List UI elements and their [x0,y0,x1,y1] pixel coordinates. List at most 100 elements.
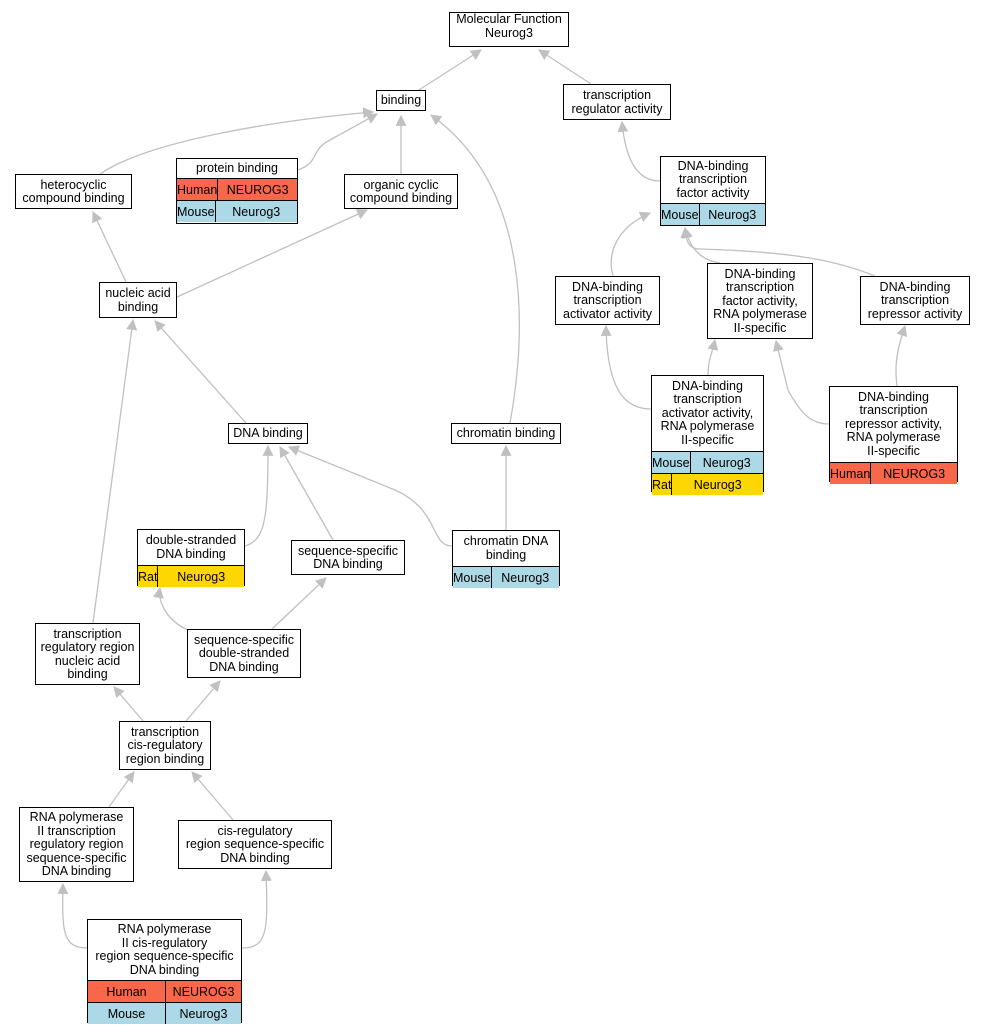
go-term-hcb[interactable]: heterocyclic compound binding [15,174,132,209]
species-cell: Rat [138,569,158,584]
go-term-chb[interactable]: chromatin binding [451,423,561,444]
go-term-crrssdb[interactable]: cis-regulatory region sequence-specific … [178,820,332,869]
edge-trrnab-to-nab [92,318,138,624]
go-term-ssdb[interactable]: sequence-specific DNA binding [291,540,405,575]
go-term-binding[interactable]: binding [376,90,426,111]
term-label: chromatin DNA binding [463,534,549,562]
gene-cell: Neurog3 [214,201,297,222]
edge-dbtaarp-to-dbtaa [600,324,652,410]
edge-tra-to-root [538,49,592,85]
go-term-dbtaarp[interactable]: DNA-binding transcription activator acti… [651,375,764,495]
gene-cell: NEUROG3 [217,179,297,200]
term-label: sequence-specific double-stranded DNA bi… [193,632,295,674]
go-term-nab[interactable]: nucleic acid binding [99,282,177,318]
edge-rp2trr-to-tcrrb [108,771,135,808]
edge-ssdb-to-dnab [279,446,334,541]
edge-tcrrb-to-ssdsdb [185,680,221,722]
edge-crrssdb-to-tcrrb [191,771,234,821]
go-term-rp2crr[interactable]: RNA polymerase II cis-regulatory region … [87,919,242,1024]
edge-chb-to-binding [430,114,520,424]
go-term-occb[interactable]: organic cyclic compound binding [344,174,458,209]
edge-tcrrb-to-trrnab [113,686,144,722]
edge-rp2crr-to-rp2trr [57,882,88,949]
term-label: organic cyclic compound binding [349,177,453,205]
edge-dnab-to-nab [154,320,247,424]
edge-dbtra-to-dbtfa [680,226,876,277]
go-term-dnab[interactable]: DNA binding [228,423,308,444]
species-cell: Human [177,182,218,197]
go-term-rp2trr[interactable]: RNA polymerase II transcription regulato… [19,807,134,882]
species-cell: Human [106,984,147,999]
edge-hcb-to-binding [99,107,375,175]
go-term-ssdsdb[interactable]: sequence-specific double-stranded DNA bi… [187,629,301,678]
term-label: transcription cis-regulatory region bind… [125,724,205,766]
gene-cell: NEUROG3 [870,463,957,484]
gene-cell: Neurog3 [165,1003,241,1024]
go-term-trrnab[interactable]: transcription regulatory region nucleic … [35,623,140,685]
edge-pb-to-binding [297,113,378,171]
edge-dbtaa-to-dbtfa [610,211,652,277]
edge-ssdsdb-to-dsdb [152,586,189,631]
term-label: binding [380,93,422,108]
edge-dsdb-to-dnab [244,444,274,547]
species-cell: Mouse [177,204,215,219]
term-label: transcription regulator activity [571,88,663,116]
term-label: double-stranded DNA binding [145,533,237,561]
term-label: DNA-binding transcription repressor acti… [867,279,963,321]
gene-cell: Neurog3 [157,566,244,587]
term-label: RNA polymerase II cis-regulatory region … [95,922,234,977]
gene-cell: Neurog3 [689,452,763,473]
gene-cell: NEUROG3 [165,981,241,1002]
term-label: RNA polymerase II transcription regulato… [26,810,127,879]
term-label: DNA-binding transcription factor activit… [713,266,807,335]
term-label: DNA-binding transcription repressor acti… [844,389,942,458]
species-gene-row: Human NEUROG3 [88,980,241,1002]
species-cell: Mouse [652,455,690,470]
term-label: heterocyclic compound binding [22,177,125,205]
term-label: DNA binding [233,426,303,441]
species-cell: Mouse [661,207,699,222]
edge-dbtaarp-to-dbtfarp [707,338,719,376]
edge-rp2crr-to-crrssdb [241,869,272,949]
go-term-dbtrarp[interactable]: DNA-binding transcription repressor acti… [829,386,958,484]
term-label: transcription regulatory region nucleic … [40,626,135,681]
term-label: DNA-binding transcription activator acti… [563,279,652,321]
gene-cell: Neurog3 [698,204,765,225]
gene-cell: Neurog3 [671,474,763,495]
edge-dbtrarp-to-dbtfarp [773,339,830,425]
go-term-root[interactable]: Molecular Function Neurog3 [449,12,569,47]
go-term-tra[interactable]: transcription regulator activity [563,84,671,120]
term-label: DNA-binding transcription factor activit… [676,158,750,200]
go-term-dbtfa[interactable]: DNA-binding transcription factor activit… [660,156,766,226]
species-cell: Mouse [453,570,491,585]
go-term-tcrrb[interactable]: transcription cis-regulatory region bind… [119,721,211,770]
edge-binding-to-root [418,49,482,91]
edge-nab-to-occb [176,209,369,298]
go-term-dbtfarp[interactable]: DNA-binding transcription factor activit… [707,263,813,339]
term-label: sequence-specific DNA binding [297,543,399,571]
edge-cdb-to-dnab [287,445,453,547]
edge-dbtrarp-to-dbtra [895,324,907,387]
edge-dbtfa-to-tra [617,120,661,182]
species-cell: Human [830,466,871,481]
species-cell: Rat [652,477,672,492]
edge-ssdsdb-to-ssdb [271,577,327,630]
gene-cell: Neurog3 [490,567,559,588]
go-term-dbtaa[interactable]: DNA-binding transcription activator acti… [555,276,660,325]
species-cell: Mouse [107,1006,146,1021]
edges [57,49,907,949]
go-term-dbtra[interactable]: DNA-binding transcription repressor acti… [860,276,970,325]
term-label: chromatin binding [456,426,556,441]
